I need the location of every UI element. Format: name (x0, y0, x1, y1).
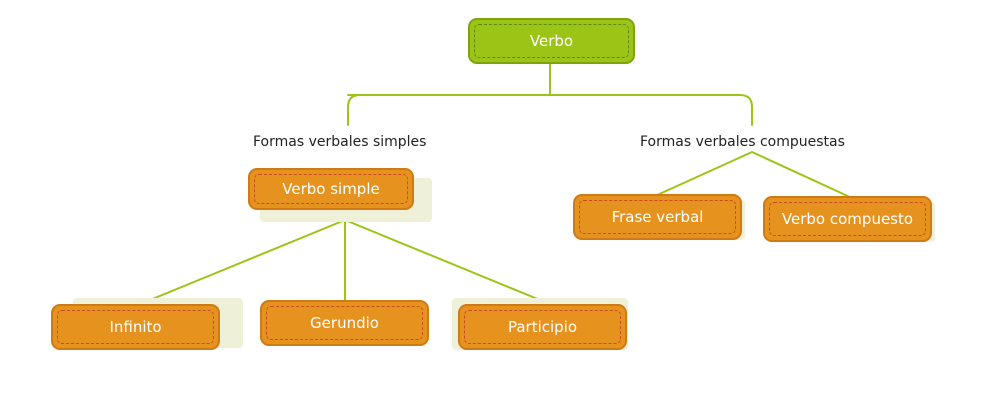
connector-compound-children (654, 151, 853, 199)
verbo-compuesto-label: Verbo compuesto (781, 210, 914, 228)
verbo-root-node: Verbo (470, 20, 633, 62)
infinito-label: Infinito (109, 318, 162, 336)
verbo-simple-label: Verbo simple (282, 180, 380, 198)
gerundio-label: Gerundio (310, 314, 379, 332)
compound-forms-heading: Formas verbales compuestas (640, 134, 845, 150)
connector-branch-bar (347, 94, 753, 126)
verbo-compuesto-node: Verbo compuesto (765, 198, 930, 240)
participio-label: Participio (507, 318, 578, 336)
participio-node: Participio (460, 306, 625, 348)
frase-verbal-node: Frase verbal (575, 196, 740, 238)
verbo-simple-node: Verbo simple (250, 170, 412, 208)
simple-forms-heading: Formas verbales simples (253, 134, 427, 150)
verbo-root-label: Verbo (529, 32, 574, 50)
infinito-node: Infinito (53, 306, 218, 348)
frase-verbal-label: Frase verbal (611, 208, 704, 226)
connector-simple-children (149, 219, 541, 301)
gerundio-node: Gerundio (262, 302, 427, 344)
